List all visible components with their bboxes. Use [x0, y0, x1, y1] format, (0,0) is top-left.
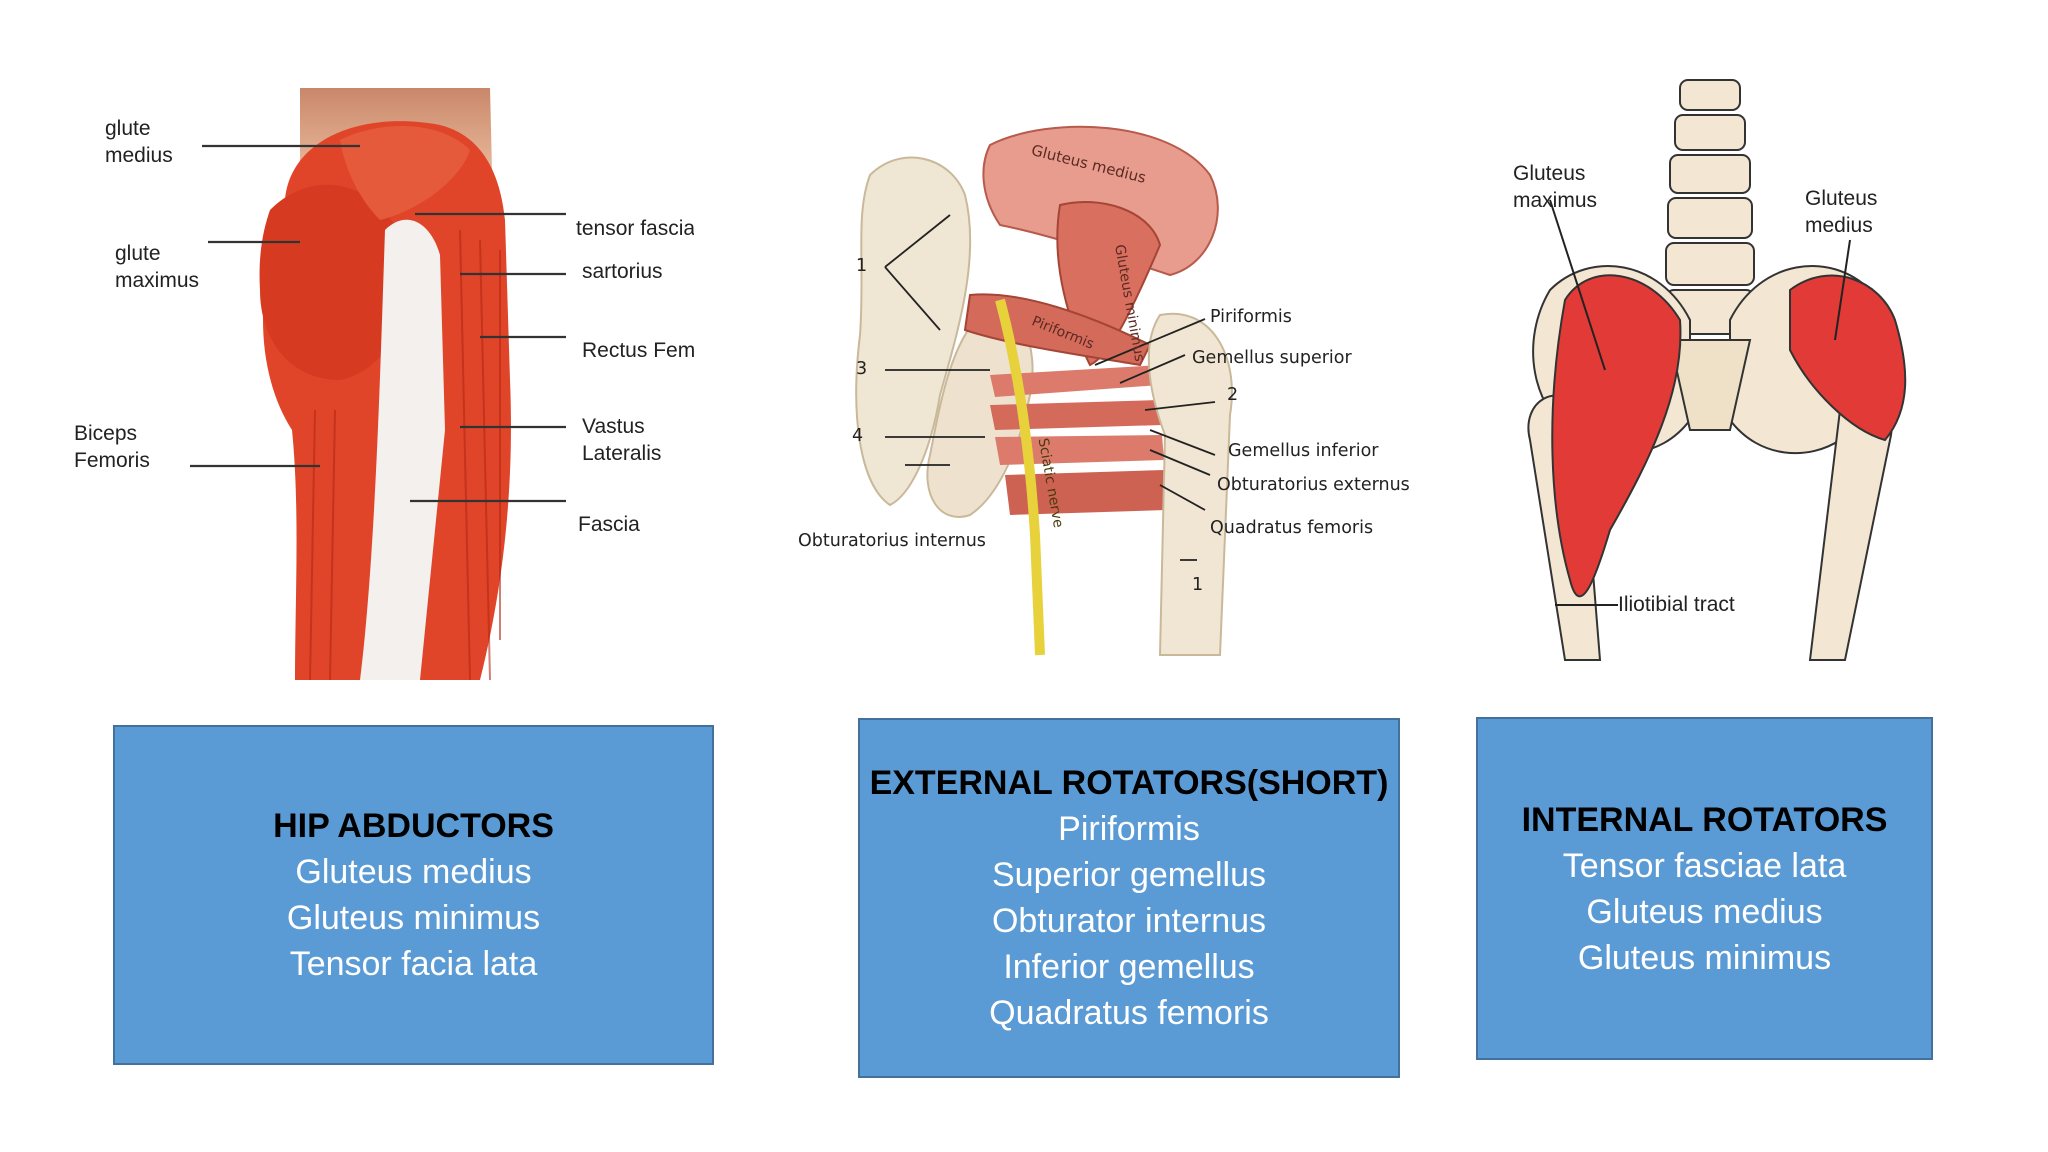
external-rotators-item: Obturator internus: [991, 902, 1267, 940]
internal-rotators-box: INTERNAL ROTATORS Tensor fasciae lata Gl…: [1476, 717, 1933, 1060]
external-rotators-item: Piriformis: [1058, 810, 1200, 848]
label-rectus-femoris: Rectus Fem: [582, 339, 696, 362]
label-piriformis: Piriformis: [1210, 307, 1292, 327]
label-gluteus-maximus-2: maximus: [1513, 189, 1598, 212]
label-obturatorius-internus: Obturatorius internus: [798, 531, 986, 551]
label-number-1-bottom: 1: [1192, 575, 1204, 595]
external-rotators-title: EXTERNAL ROTATORS(SHORT): [869, 764, 1389, 802]
hip-abductors-box: HIP ABDUCTORS Gluteus medius Gluteus min…: [113, 725, 714, 1065]
label-sartorius: sartorius: [582, 260, 663, 283]
label-number-3: 3: [856, 359, 868, 379]
external-rotators-item: Inferior gemellus: [1003, 948, 1255, 986]
label-gluteus-maximus-1: Gluteus: [1513, 162, 1586, 185]
label-vastus-lateralis-2: Lateralis: [582, 442, 662, 465]
thigh-muscle-drawing: [190, 88, 566, 681]
label-quadratus-femoris: Quadratus femoris: [1210, 518, 1374, 538]
label-gemellus-inferior: Gemellus inferior: [1228, 441, 1379, 461]
label-glute-medius-1: glute: [105, 117, 151, 140]
internal-rotators-title: INTERNAL ROTATORS: [1521, 800, 1888, 839]
label-number-4: 4: [852, 426, 864, 446]
internal-rotators-item: Gluteus medius: [1586, 892, 1823, 931]
label-glute-maximus-1: glute: [115, 242, 161, 265]
hip-abductors-item: Gluteus minimus: [286, 899, 541, 937]
deep-rotators-drawing: [855, 125, 1233, 656]
label-gluteus-medius-2: medius: [1805, 214, 1873, 237]
label-glute-maximus-2: maximus: [115, 269, 200, 292]
external-rotators-item: Superior gemellus: [991, 856, 1267, 894]
hip-abductors-item: Gluteus medius: [295, 853, 532, 891]
hip-abductors-item: Tensor facia lata: [289, 945, 538, 983]
thigh-muscle-figure: glute medius glute maximus Biceps Femori…: [60, 80, 710, 685]
hip-abductors-title: HIP ABDUCTORS: [273, 807, 554, 845]
internal-rotators-item: Gluteus minimus: [1577, 938, 1832, 977]
label-number-1: 1: [856, 256, 868, 276]
label-tensor-fascia: tensor fascia: [576, 217, 694, 240]
label-gemellus-superior: Gemellus superior: [1192, 348, 1352, 368]
internal-rotators-item: Tensor fasciae lata: [1562, 846, 1847, 885]
deep-rotators-figure: Gluteus medius Gluteus minimus Piriformi…: [790, 115, 1430, 675]
label-iliotibial-tract: Iliotibial tract: [1618, 593, 1735, 616]
label-biceps-femoris-1: Biceps: [74, 422, 138, 445]
label-obturatorius-externus: Obturatorius externus: [1217, 475, 1410, 495]
label-number-2: 2: [1227, 385, 1239, 405]
label-gluteus-medius-1: Gluteus: [1805, 187, 1878, 210]
label-biceps-femoris-2: Femoris: [74, 449, 150, 472]
external-rotators-item: Quadratus femoris: [989, 994, 1269, 1032]
label-glute-medius-2: medius: [105, 144, 173, 167]
label-fascia: Fascia: [578, 513, 640, 536]
external-rotators-box: EXTERNAL ROTATORS(SHORT) Piriformis Supe…: [858, 718, 1400, 1078]
pelvis-anterior-drawing: [1527, 79, 1907, 661]
pelvis-anterior-figure: Gluteus maximus Gluteus medius Iliotibia…: [1490, 60, 1930, 670]
label-vastus-lateralis-1: Vastus: [582, 415, 645, 438]
